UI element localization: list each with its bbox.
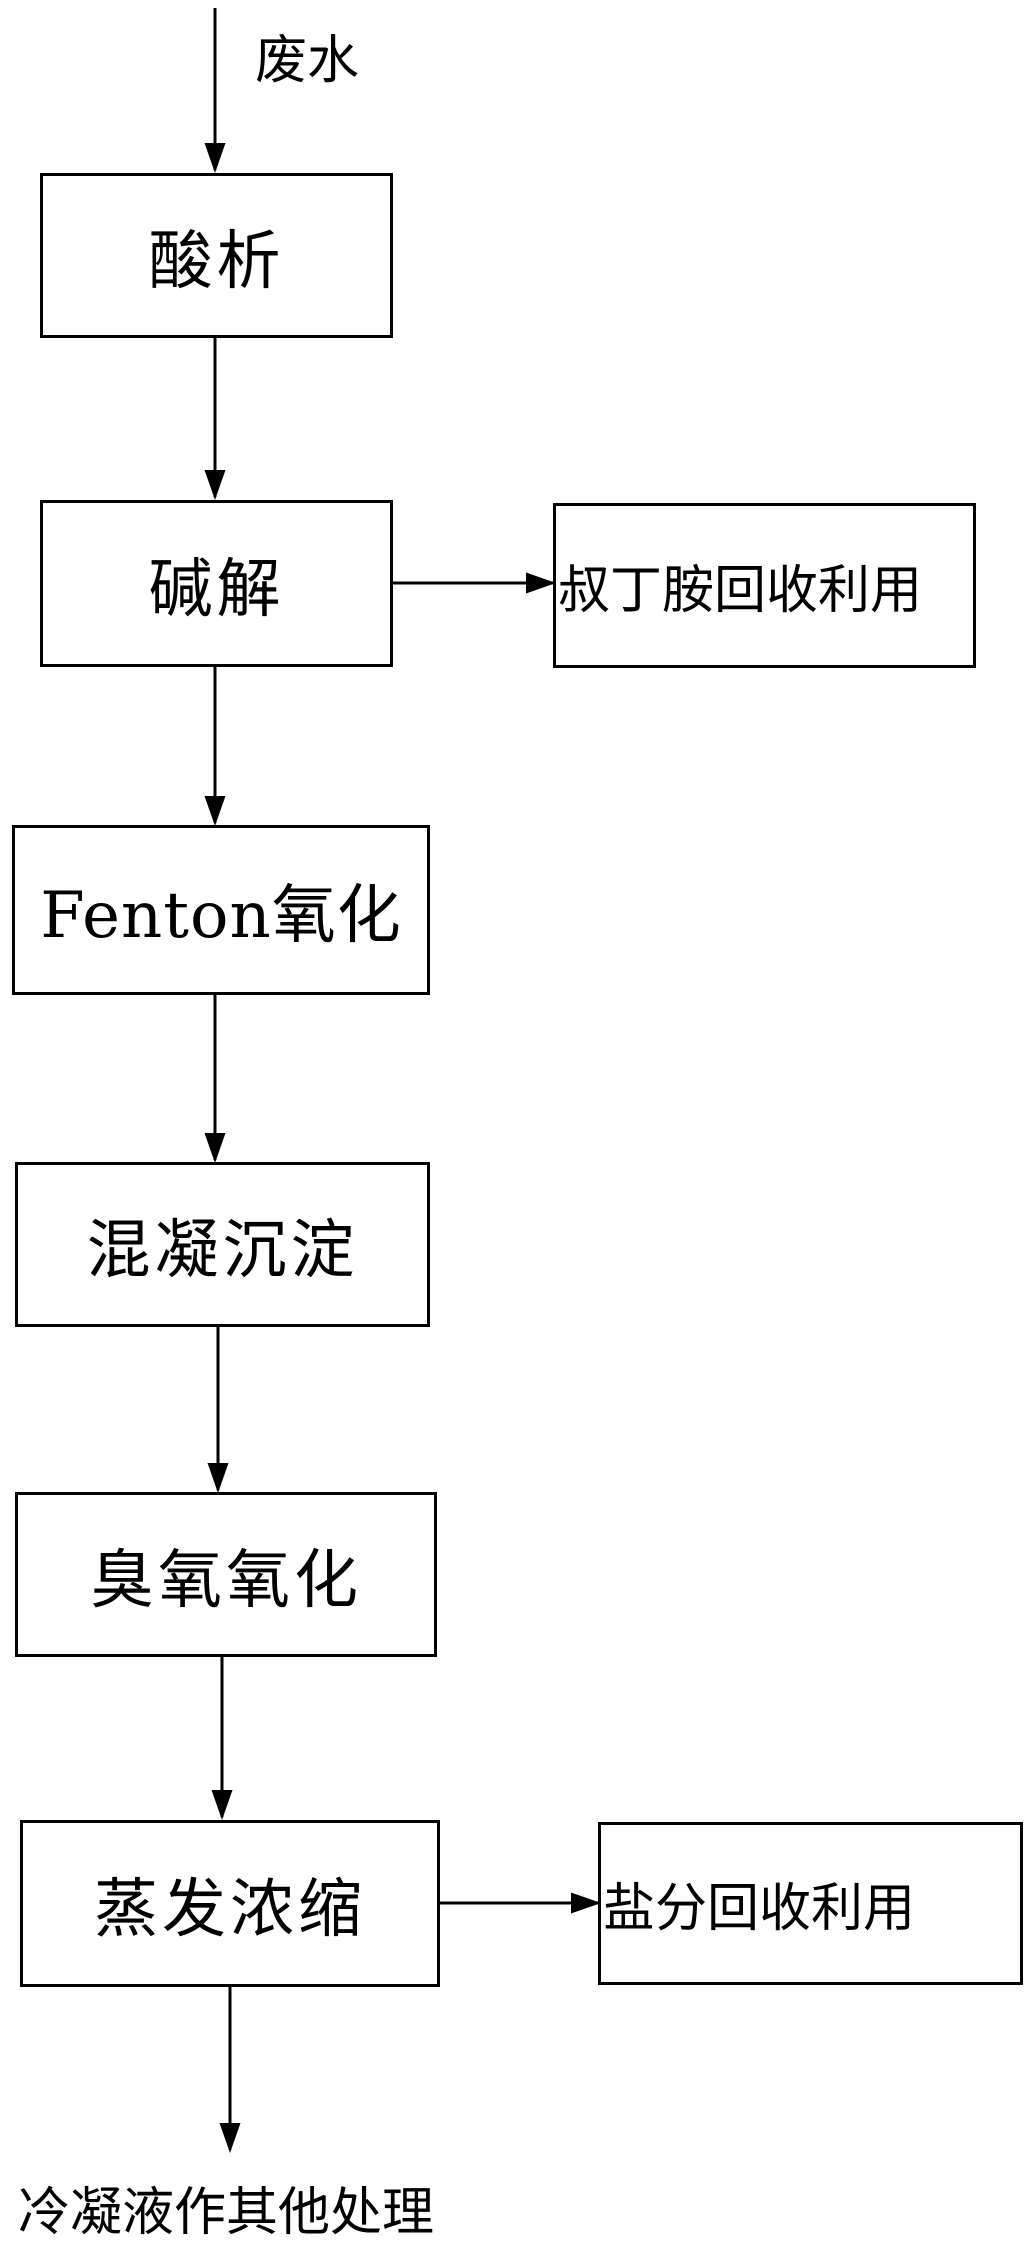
step-label-3: Fenton氧化: [40, 879, 402, 953]
side-output-box-1: 叔丁胺回收利用: [553, 503, 976, 668]
side-output-box-2: 盐分回收利用: [598, 1822, 1023, 1985]
step-box-1: 酸析: [40, 173, 393, 338]
step-box-3: Fenton氧化: [12, 825, 430, 995]
side-output-label-1: 叔丁胺回收利用: [558, 561, 923, 621]
step-label-2: 碱解: [148, 552, 285, 627]
step-label-1: 酸析: [148, 224, 285, 299]
input-label: 废水: [255, 31, 360, 91]
step-box-5: 臭氧氧化: [15, 1492, 437, 1657]
step-box-4: 混凝沉淀: [15, 1162, 430, 1327]
step-box-2: 碱解: [40, 500, 393, 667]
side-output-label-2: 盐分回收利用: [603, 1879, 916, 1939]
step-box-6: 蒸发浓缩: [20, 1820, 440, 1987]
final-output-label: 冷凝液作其他处理: [18, 2183, 435, 2243]
step-label-6: 蒸发浓缩: [94, 1872, 366, 1947]
step-label-5: 臭氧氧化: [90, 1543, 362, 1618]
step-label-4: 混凝沉淀: [86, 1213, 359, 1288]
